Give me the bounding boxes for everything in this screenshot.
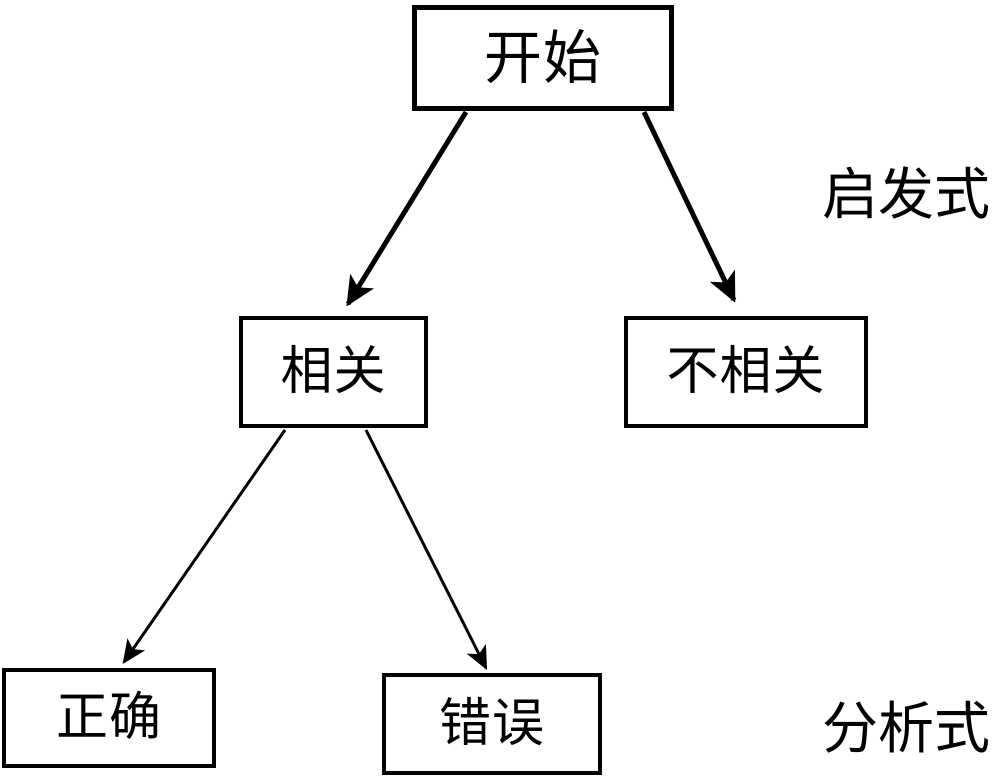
edge-start-to-irrelevant <box>641 110 737 303</box>
node-start-label: 开始 <box>483 24 603 92</box>
node-relevant: 相关 <box>239 316 428 428</box>
node-correct-label: 正确 <box>55 688 163 748</box>
edge-start-to-relevant <box>345 110 469 307</box>
annotation-analytic: 分析式 <box>822 697 990 762</box>
node-irrelevant-label: 不相关 <box>666 342 826 402</box>
node-wrong-label: 错误 <box>438 694 546 754</box>
node-correct: 正确 <box>2 668 216 768</box>
node-irrelevant: 不相关 <box>624 316 868 428</box>
edge-relevant-to-wrong <box>364 429 488 671</box>
annotation-heuristic: 启发式 <box>822 163 990 228</box>
edge-relevant-to-correct <box>122 429 287 664</box>
node-relevant-label: 相关 <box>280 342 387 402</box>
node-wrong: 错误 <box>382 673 602 775</box>
node-start: 开始 <box>412 5 674 111</box>
